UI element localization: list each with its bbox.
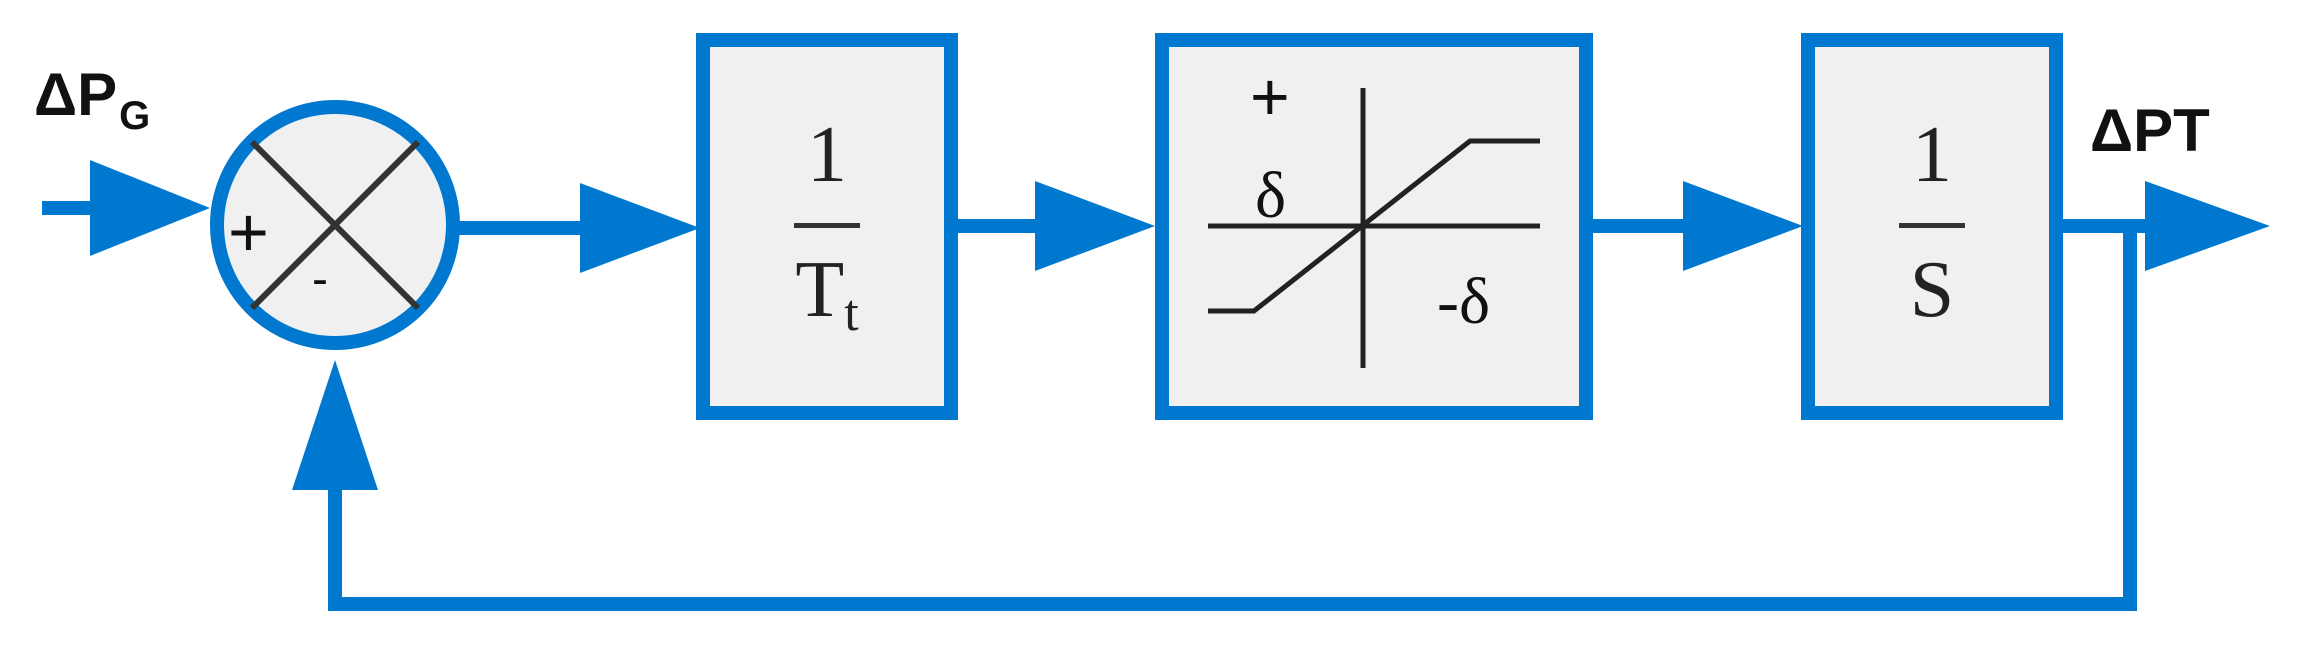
gain-numerator: 1 — [807, 111, 847, 199]
input-arrow — [90, 160, 210, 256]
gain-fraction-bar — [794, 223, 860, 228]
saturation-to-integrator-arrow — [1683, 181, 1803, 271]
feedback-arrow — [292, 360, 378, 490]
gain-fraction: 1 Tt — [703, 111, 951, 340]
summer-cross-line-2 — [249, 139, 421, 311]
summer-plus-sign: + — [228, 193, 269, 271]
integrator-fraction: 1 S — [1808, 115, 2056, 330]
integrator-numerator: 1 — [1912, 111, 1952, 199]
integrator-denominator: S — [1909, 246, 1955, 334]
saturation-upper-delta: δ — [1255, 159, 1287, 232]
output-label: ΔPT — [2090, 97, 2210, 164]
input-label: ΔPG — [34, 60, 150, 138]
saturation-curve — [1208, 138, 1540, 314]
saturation-upper-sign: + — [1250, 59, 1290, 135]
summer-to-gain-arrow — [580, 183, 700, 273]
gain-to-saturation-arrow — [1035, 181, 1155, 271]
input-label-sub: G — [119, 94, 151, 138]
feedback-path — [328, 226, 2137, 611]
gain-denominator-main: T — [795, 246, 845, 334]
output-arrow — [2145, 181, 2270, 271]
input-label-main: ΔP — [34, 61, 118, 128]
saturation-lower-label: -δ — [1437, 265, 1491, 338]
integrator-fraction-bar — [1899, 223, 1965, 228]
gain-denominator-sub: t — [844, 285, 859, 342]
summer-minus-sign: - — [312, 253, 328, 306]
gain-denominator: Tt — [703, 250, 951, 340]
